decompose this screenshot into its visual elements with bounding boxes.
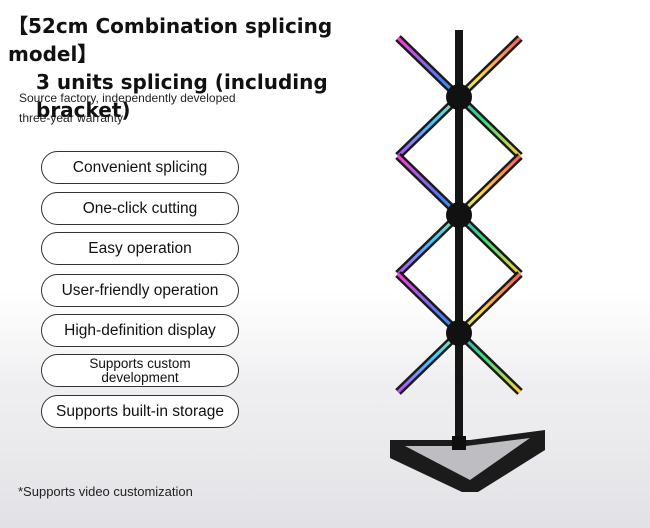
subtitle-line-1: Source factory, independently developed	[19, 91, 236, 105]
feature-pill-user-friendly-operation: User-friendly operation	[41, 274, 239, 307]
feature-pill-high-definition-display: High-definition display	[41, 314, 239, 347]
feature-pill-custom-development: Supports custom development	[41, 354, 239, 387]
feature-pill-one-click-cutting: One-click cutting	[41, 192, 239, 225]
subtitle: Source factory, independently developed …	[19, 88, 236, 128]
hologram-fan-stand-illustration	[390, 30, 545, 492]
subtitle-line-2: three-year warranty	[19, 111, 124, 125]
page-title: 【52cm Combination splicing model】 3 unit…	[8, 12, 408, 124]
hologram-fan-middle	[395, 153, 523, 277]
stand-pole	[455, 30, 463, 450]
stand-base	[390, 430, 545, 492]
feature-pill-easy-operation: Easy operation	[41, 232, 239, 265]
hologram-fan-bottom	[395, 271, 523, 395]
hologram-fan-top	[395, 35, 523, 159]
footnote: *Supports video customization	[18, 484, 193, 499]
title-line-1: 【52cm Combination splicing model】	[8, 14, 333, 66]
feature-pill-convenient-splicing: Convenient splicing	[41, 151, 239, 184]
title-line-2: 3 units splicing (including bracket)	[36, 70, 328, 122]
feature-pill-built-in-storage: Supports built-in storage	[41, 395, 239, 428]
